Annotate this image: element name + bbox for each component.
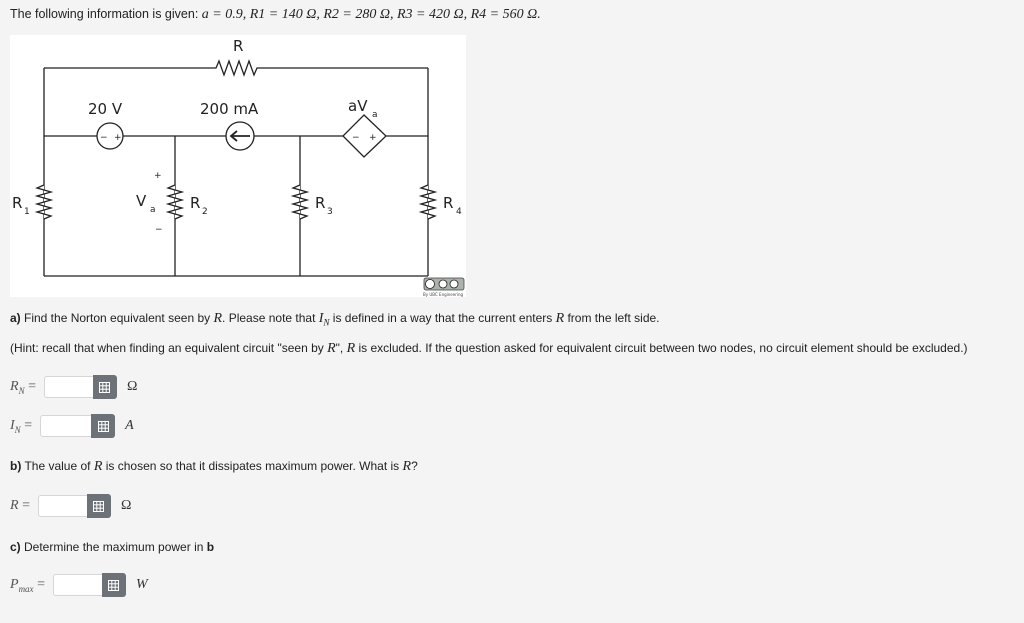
label-200ma: 200 mA bbox=[200, 100, 259, 118]
rn-label: RN = bbox=[10, 378, 36, 396]
grid-calculator-icon bbox=[108, 579, 120, 591]
in-unit: A bbox=[125, 418, 134, 433]
dep-minus: − bbox=[352, 133, 360, 143]
label-r4-sub: 4 bbox=[456, 207, 462, 217]
rn-calculator-button[interactable] bbox=[92, 375, 117, 399]
va-minus: − bbox=[155, 225, 163, 235]
pmax-answer-row: Pmax = W bbox=[10, 573, 148, 597]
label-r2: R bbox=[190, 194, 200, 212]
rn-unit: Ω bbox=[126, 379, 138, 394]
vs-plus: + bbox=[114, 133, 122, 143]
grid-calculator-icon bbox=[93, 500, 105, 512]
va-plus: + bbox=[154, 171, 162, 181]
label-r1: R bbox=[12, 194, 22, 212]
grid-calculator-icon bbox=[99, 381, 111, 393]
r3-resistor bbox=[290, 184, 310, 220]
top-wire bbox=[44, 59, 428, 77]
in-answer-row: IN = A bbox=[10, 414, 134, 438]
r-input[interactable] bbox=[37, 495, 88, 517]
label-r2-sub: 2 bbox=[202, 207, 208, 217]
in-calculator-button[interactable] bbox=[91, 414, 116, 438]
voltage-source bbox=[96, 122, 124, 150]
vs-minus: − bbox=[100, 133, 108, 143]
r-unit: Ω bbox=[120, 498, 132, 513]
pmax-input[interactable] bbox=[52, 574, 103, 596]
dependent-source bbox=[342, 114, 387, 158]
label-r: R bbox=[233, 37, 243, 55]
pmax-label: Pmax = bbox=[10, 576, 45, 594]
rn-answer-row: RN = Ω bbox=[10, 375, 137, 399]
cc-license-badge: By UBC Engineering bbox=[423, 277, 465, 297]
label-av-sub: a bbox=[372, 110, 378, 120]
part-c-question: c) Determine the maximum power in b bbox=[10, 540, 215, 554]
label-va-sub: a bbox=[150, 205, 156, 215]
hint-text: (Hint: recall that when finding an equiv… bbox=[10, 341, 968, 356]
r-label: R = bbox=[10, 498, 30, 513]
grid-calculator-icon bbox=[97, 420, 109, 432]
label-av: aV bbox=[348, 97, 368, 115]
circuit-svg: − + − + R 20 V 200 mA aV a R 1 + V a − R… bbox=[12, 37, 465, 297]
in-label: IN = bbox=[10, 417, 33, 435]
r4-resistor bbox=[418, 184, 438, 220]
in-input[interactable] bbox=[40, 415, 93, 437]
rn-input[interactable] bbox=[43, 376, 94, 398]
part-b-question: b) The value of R is chosen so that it d… bbox=[10, 459, 418, 474]
label-r1-sub: 1 bbox=[24, 207, 30, 217]
r-calculator-button[interactable] bbox=[86, 494, 111, 518]
r2-resistor bbox=[165, 184, 185, 220]
label-20v: 20 V bbox=[88, 100, 123, 118]
part-a-question: a) Find the Norton equivalent seen by R.… bbox=[10, 311, 660, 328]
dep-plus: + bbox=[369, 133, 377, 143]
circuit-diagram: − + − + R 20 V 200 mA aV a R 1 + V a − R… bbox=[10, 35, 466, 297]
given-values: a = 0.9, R1 = 140 Ω, R2 = 280 Ω, R3 = 42… bbox=[201, 7, 541, 22]
label-r3: R bbox=[315, 194, 325, 212]
r1-resistor bbox=[34, 184, 54, 220]
intro-text: The following information is given: a = … bbox=[10, 7, 541, 22]
label-va: V bbox=[136, 192, 147, 210]
pmax-calculator-button[interactable] bbox=[101, 573, 126, 597]
r-answer-row: R = Ω bbox=[10, 494, 131, 518]
pmax-unit: W bbox=[135, 577, 148, 592]
label-r3-sub: 3 bbox=[327, 207, 333, 217]
license-credit: By UBC Engineering bbox=[423, 292, 464, 297]
label-r4: R bbox=[443, 194, 453, 212]
